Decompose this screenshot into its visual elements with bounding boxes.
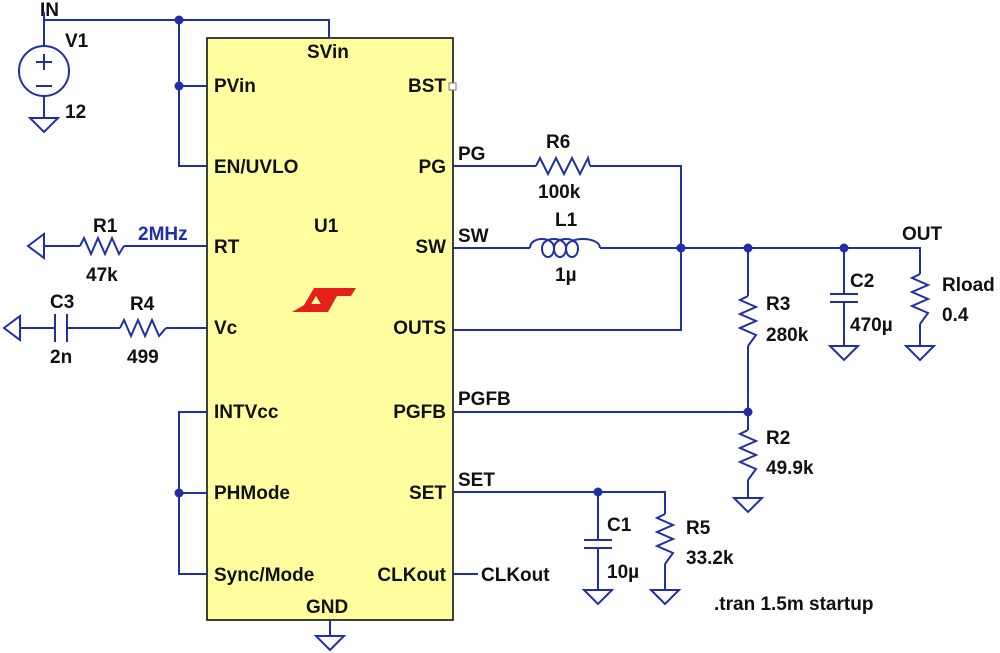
ground-icon [827,345,861,362]
voltage-source-icon [18,45,70,97]
r3-value: 280k [766,325,809,346]
ground-icon [2,314,21,342]
wires-output [843,248,921,346]
r5-ref: R5 [686,518,711,539]
pin-bst: BST [408,76,446,97]
capacitor-c3-icon [54,314,68,342]
resistor-r2-icon [737,429,759,481]
pin-intvcc: INTVcc [214,402,279,423]
bst-pin-square [448,82,457,91]
junction-in-top [174,15,184,25]
resistor-r1-icon [79,235,125,257]
net-pgfb-label: PGFB [458,389,511,410]
l1-value: 1µ [555,265,577,286]
pin-vc: Vc [214,318,238,339]
net-rt-label: 2MHz [138,224,188,245]
net-pg-label: PG [458,144,485,165]
r4-value: 499 [127,347,159,368]
ground-icon [731,497,765,514]
r2-ref: R2 [766,428,790,449]
c2-ref: C2 [850,271,874,292]
junction-set [593,487,603,497]
net-clkout-label: CLKout [481,565,550,586]
r1-ref: R1 [93,216,118,237]
wires-set [453,491,666,590]
pin-outs: OUTS [393,318,446,339]
r1-value: 47k [86,265,118,286]
junction-pvin [174,81,184,91]
c1-value: 10µ [607,562,639,583]
junction-pgfb [743,407,753,417]
pin-set: SET [409,483,446,504]
c1-ref: C1 [607,515,632,536]
net-sw-label: SW [458,226,489,247]
wires-in [43,12,330,167]
pin-phmode: PHMode [214,483,290,504]
net-set-label: SET [458,470,495,491]
ground-icon [648,589,682,606]
junction-phmode [174,488,184,498]
pin-en-uvlo: EN/UVLO [214,157,298,178]
ic-ref: U1 [314,216,339,237]
spice-directive: .tran 1.5m startup [714,594,873,615]
capacitor-c1-icon [584,539,612,549]
linear-tech-logo-icon [292,288,356,312]
wires-sw [453,247,921,331]
r6-value: 100k [538,182,581,203]
pin-sw: SW [415,237,446,258]
resistor-r6-icon [535,155,591,177]
net-out-label: OUT [902,224,943,245]
resistor-r3-icon [737,295,759,347]
capacitor-c2-icon [830,293,858,303]
resistor-r5-icon [654,513,676,565]
resistor-rload-icon [909,273,931,325]
r3-ref: R3 [766,294,790,315]
net-in-label: IN [40,0,59,21]
rload-ref: Rload [942,275,995,296]
ground-icon [903,345,937,362]
r5-value: 33.2k [686,548,734,569]
pin-clkout: CLKout [377,565,446,586]
pin-pg: PG [419,157,446,178]
pin-pgfb: PGFB [393,402,446,423]
r4-ref: R4 [130,294,155,315]
c3-ref: C3 [50,292,74,313]
wires-divider [453,248,749,498]
r2-value: 49.9k [766,458,814,479]
c3-value: 2n [50,347,72,368]
ground-icon [581,589,615,606]
ground-icon [27,117,61,134]
v1-ref: V1 [65,31,89,52]
wires-pg [453,165,682,248]
junction-sw [676,243,686,253]
c2-value: 470µ [850,315,893,336]
pin-gnd: GND [306,597,348,618]
l1-ref: L1 [555,210,578,231]
r6-ref: R6 [546,132,570,153]
resistor-r4-icon [119,317,167,339]
pin-sync-mode: Sync/Mode [214,565,314,586]
ground-icon [26,232,45,260]
v1-value: 12 [65,102,86,123]
inductor-l1-icon [529,238,601,258]
pin-pvin: PVin [214,76,256,97]
rload-value: 0.4 [942,305,969,326]
pin-svin: SVin [307,42,349,63]
ic-body [206,37,454,621]
ground-icon [313,635,347,652]
pin-rt: RT [214,237,240,258]
